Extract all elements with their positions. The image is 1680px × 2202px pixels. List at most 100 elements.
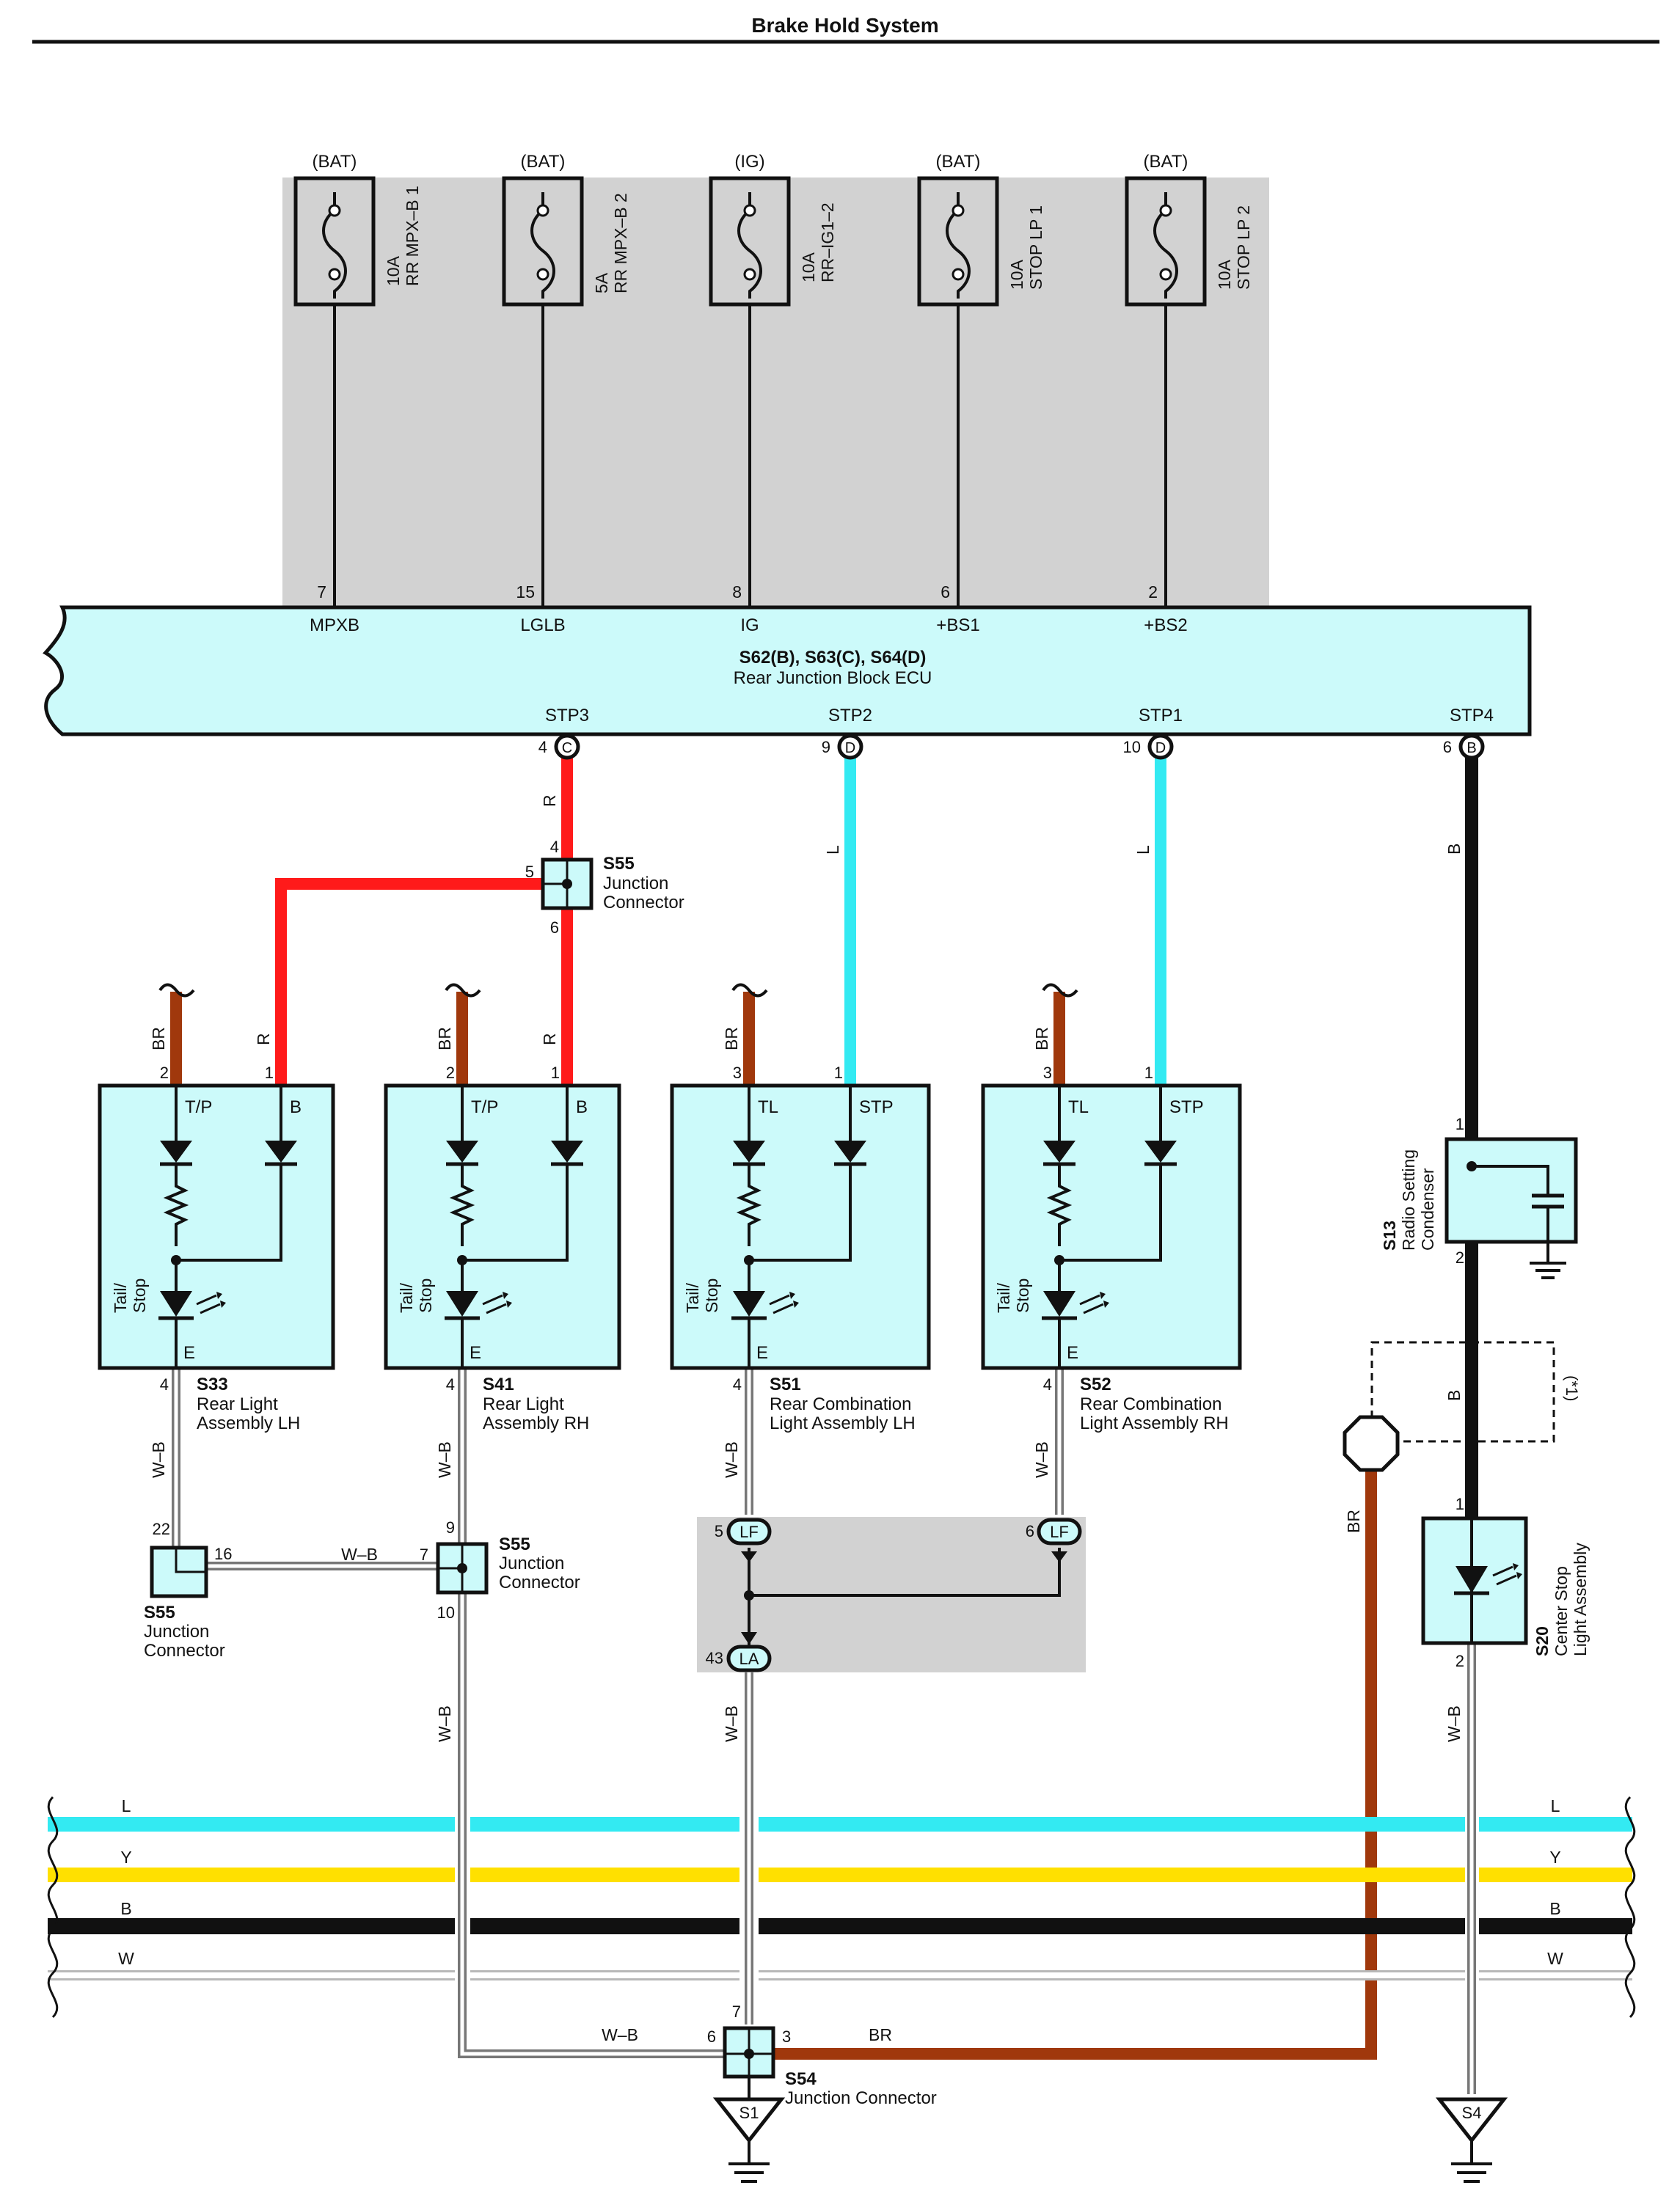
fuse-block-area [282,178,1269,607]
ecu-terminal: IG [740,615,759,635]
svg-text:5: 5 [525,863,534,881]
svg-text:4: 4 [550,838,559,856]
bus-gaps [455,1812,1479,1988]
svg-text:LF: LF [1050,1523,1069,1541]
pin-number: 3 [733,1064,742,1082]
connector-octagon [1343,1415,1400,1472]
terminal-label: STP [859,1097,894,1117]
fuse-rating: 10A [1007,259,1026,290]
wire-color-labels: R L L B BR R BR R BR BR B BR W–B W–B W–B… [118,794,1563,2044]
fuse-3: (IG) 10A RR–IG1–2 [709,152,837,307]
terminal-label: B [576,1097,588,1117]
svg-text:W–B: W–B [1032,1441,1051,1478]
ecu-output-connectors: C 4 D 9 D 10 B 6 [538,734,1485,760]
terminal-label: T/P [471,1097,498,1117]
ecu-name: Rear Junction Block ECU [734,668,932,688]
terminal-label: E [470,1343,481,1363]
ecu-code: S62(B), S63(C), S64(D) [739,648,927,667]
svg-text:R: R [540,794,559,807]
pin-number: 4 [1043,1375,1052,1394]
svg-text:W–B: W–B [722,1705,741,1742]
component-name: Rear Combination [770,1394,911,1414]
junction-connector-s55-top: 4 5 6 S55 Junction Connector [525,838,684,937]
svg-text:W: W [1547,1949,1563,1968]
svg-text:BR: BR [1032,1027,1051,1050]
svg-text:LF: LF [739,1523,759,1541]
svg-text:BR: BR [1344,1510,1363,1533]
svg-text:43: 43 [706,1649,723,1667]
svg-text:10: 10 [1123,738,1141,756]
pin-number: 1 [551,1064,560,1082]
svg-text:Condenser: Condenser [1418,1168,1437,1251]
ground-icon [1530,1262,1566,1279]
fuse-rating: 10A [799,252,818,282]
pin-number: 1 [265,1064,274,1082]
fuse-name: STOP LP 1 [1026,205,1045,290]
svg-text:22: 22 [153,1520,170,1538]
svg-text:S55: S55 [499,1535,530,1554]
component-code: S33 [197,1375,228,1394]
fuse-rating: 5A [592,272,611,293]
ecu-output: STP3 [545,706,589,725]
side-label: Tail/ [397,1282,416,1313]
fuse-supply: (BAT) [936,152,981,172]
pin-number: 15 [516,582,535,601]
svg-text:7: 7 [420,1546,428,1564]
svg-text:D: D [845,740,855,756]
svg-text:LA: LA [739,1650,759,1668]
svg-text:Light Assembly: Light Assembly [1571,1543,1590,1656]
fuse-1: (BAT) 10A RR MPX–B 1 [293,152,422,307]
pin-number: 6 [941,582,950,601]
pin-number: 3 [1043,1064,1052,1082]
svg-text:W–B: W–B [435,1705,454,1742]
svg-text:Junction: Junction [144,1622,209,1642]
pin-number: 4 [733,1375,742,1394]
ecu-terminal: +BS1 [936,615,979,635]
terminal-label: T/P [185,1097,212,1117]
svg-text:C: C [562,740,572,756]
side-label: Tail/ [994,1282,1013,1313]
fuse-supply: (BAT) [313,152,357,172]
svg-text:BR: BR [722,1027,741,1050]
svg-text:Connector: Connector [499,1573,580,1592]
svg-text:W–B: W–B [602,2025,638,2044]
terminal-label: B [290,1097,302,1117]
svg-text:B: B [120,1899,131,1918]
svg-text:Y: Y [120,1848,131,1867]
pin-number: 2 [1148,582,1158,601]
radio-setting-condenser-s13: 1 2 S13 Radio Setting Condenser [1380,1115,1578,1279]
svg-text:Connector: Connector [603,893,684,912]
side-label: Stop [416,1279,435,1313]
fuse-supply: (BAT) [1144,152,1188,172]
terminal-label: TL [758,1097,778,1117]
svg-text:2: 2 [1456,1248,1464,1267]
terminal-label: E [183,1343,195,1363]
fuse-wires [333,304,1167,609]
svg-text:S1: S1 [739,2104,759,2122]
svg-text:W–B: W–B [341,1545,378,1564]
svg-text:L: L [1133,845,1153,855]
svg-text:Junction: Junction [603,874,668,893]
ecu-output: STP2 [828,706,872,725]
svg-text:B: B [1549,1899,1560,1918]
terminal-label: E [1067,1343,1078,1363]
svg-text:S4: S4 [1462,2104,1482,2122]
svg-text:7: 7 [732,2002,741,2021]
svg-text:16: 16 [214,1545,232,1563]
fuse-supply: (BAT) [521,152,566,172]
component-code: S51 [770,1375,801,1394]
ecu-terminal: +BS2 [1144,615,1187,635]
pin-number: 2 [446,1064,455,1082]
svg-text:W–B: W–B [435,1441,454,1478]
svg-text:W–B: W–B [149,1441,168,1478]
ecu-output: STP1 [1139,706,1183,725]
fuse-supply: (IG) [734,152,764,172]
svg-text:1: 1 [1456,1115,1464,1133]
pin-number: 8 [732,582,742,601]
splice-lf-la: LF LF LA 5 6 43 [697,1517,1086,1672]
bus-ends [47,1796,1636,2019]
component-name: Assembly RH [483,1413,589,1433]
side-label: Stop [702,1279,721,1313]
